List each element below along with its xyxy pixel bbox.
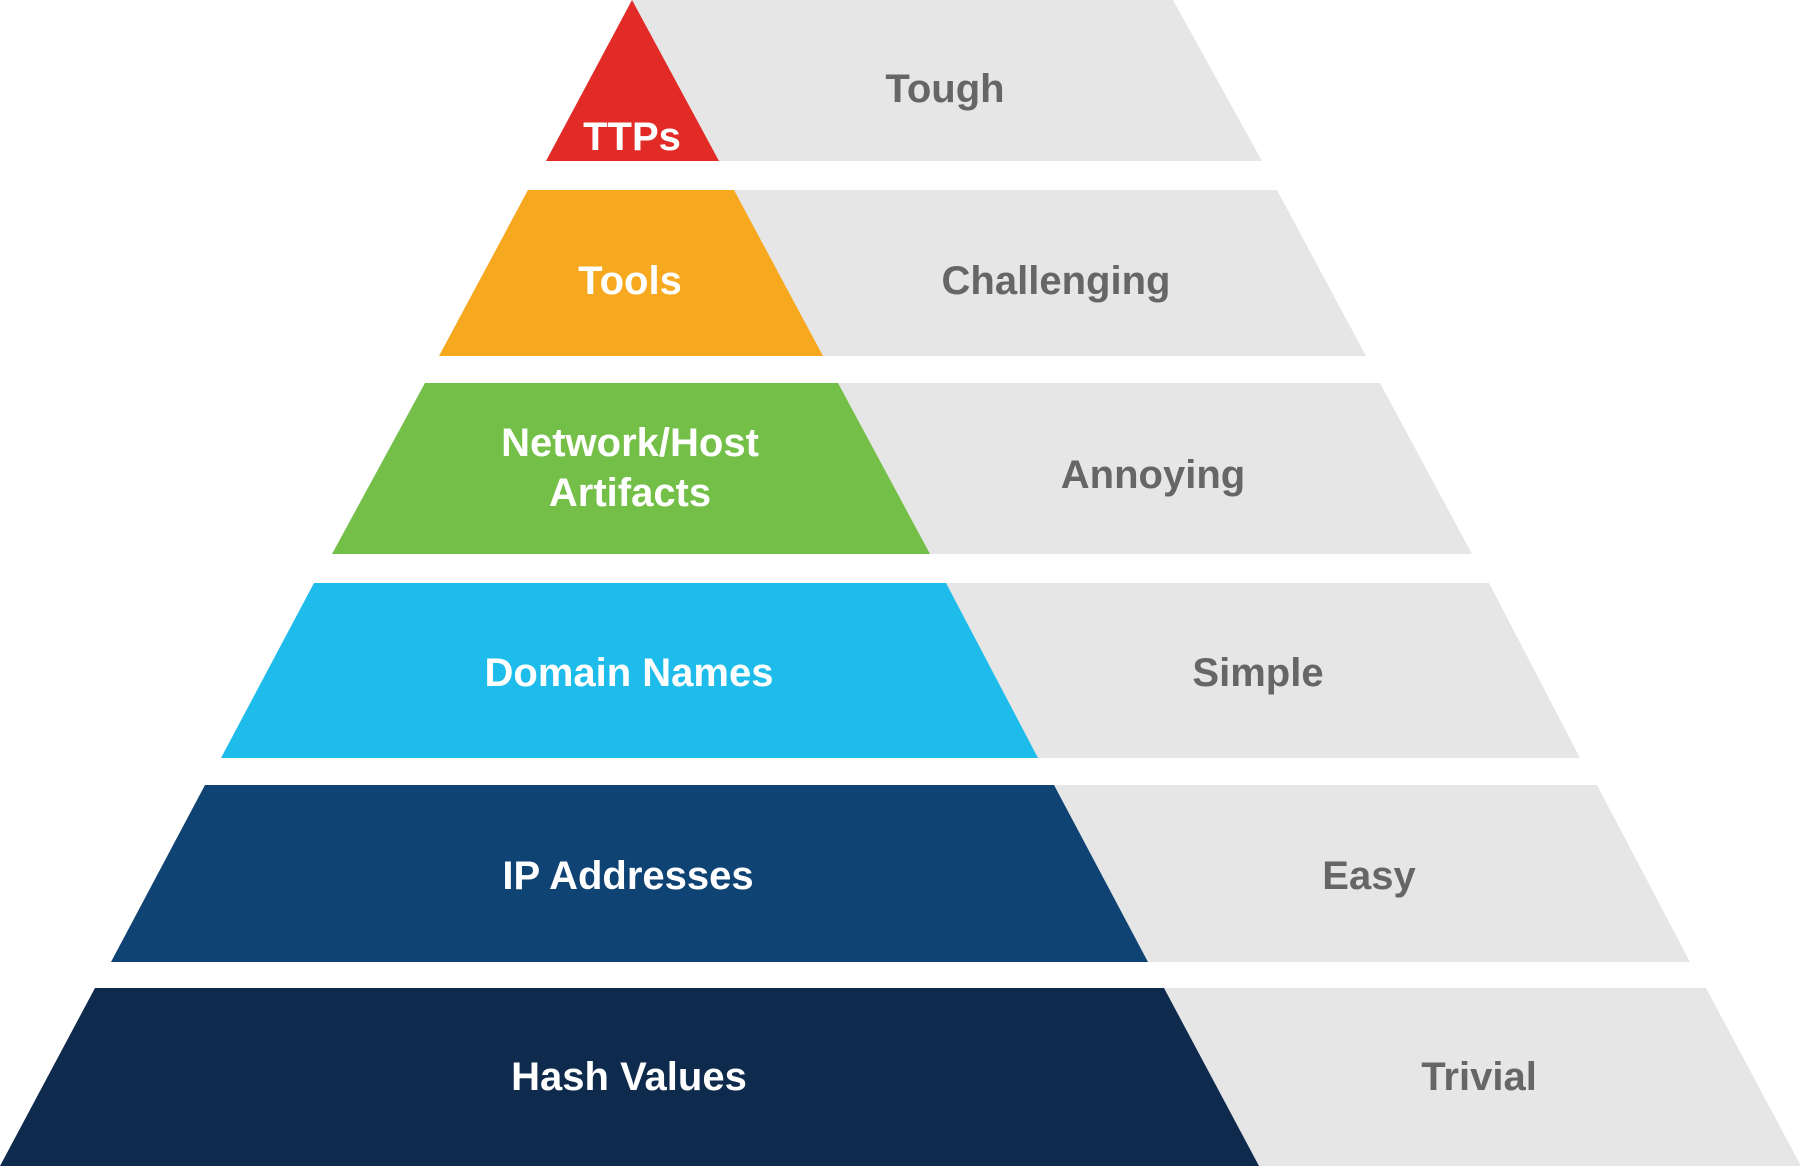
indicator-shape-ip-addresses [111,785,1148,962]
indicator-shape-domain-names [221,583,1038,758]
difficulty-band-tough [546,0,1262,161]
difficulty-label-annoying: Annoying [1061,453,1245,497]
indicator-shape-hash-values [0,988,1259,1166]
indicator-label-tools: Tools [578,259,682,303]
level-network-host-artifacts: Network/Host Artifacts Annoying [332,383,1472,554]
indicator-shape-network-host-artifacts [332,383,930,554]
level-tools: Tools Challenging [439,190,1366,356]
indicator-label-artifacts: Artifacts [549,471,711,515]
indicator-shape-tools [439,190,823,356]
indicator-label-domain-names: Domain Names [485,651,774,695]
indicator-label-network-host: Network/Host [501,421,759,465]
level-domain-names: Domain Names Simple [221,583,1580,758]
level-hash-values: Hash Values Trivial [0,988,1801,1166]
level-ip-addresses: IP Addresses Easy [111,785,1690,962]
level-ttps: TTPs Tough [546,0,1262,161]
indicator-label-ttps: TTPs [583,115,681,159]
difficulty-label-simple: Simple [1192,651,1323,695]
indicator-label-ip-addresses: IP Addresses [502,854,753,898]
indicator-shape-ttps [546,0,719,161]
difficulty-label-tough: Tough [885,67,1004,111]
difficulty-label-challenging: Challenging [942,259,1171,303]
indicator-label-hash-values: Hash Values [511,1055,747,1099]
difficulty-label-easy: Easy [1322,854,1416,898]
difficulty-label-trivial: Trivial [1421,1055,1537,1099]
